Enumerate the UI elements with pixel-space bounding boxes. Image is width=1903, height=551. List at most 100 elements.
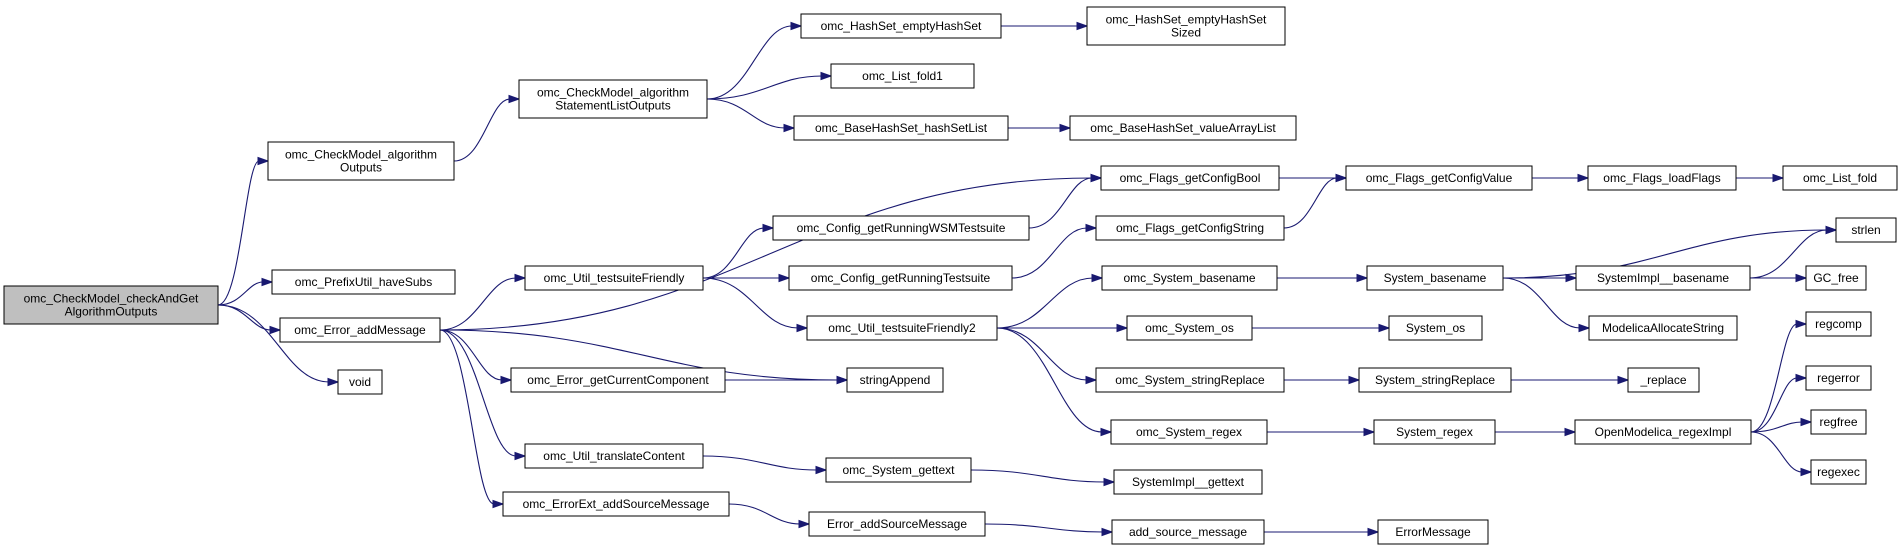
- node-cfg-wsm[interactable]: omc_Config_getRunningWSMTestsuite: [772, 215, 1030, 241]
- node-str-append[interactable]: stringAppend: [846, 367, 944, 393]
- edge-root-to-prefix: [217, 277, 274, 306]
- node-sys-strrep[interactable]: omc_System_stringReplace: [1095, 367, 1285, 393]
- node-err-add-src[interactable]: Error_addSourceMessage: [808, 511, 986, 537]
- node-cfg-ts[interactable]: omc_Config_getRunningTestsuite: [788, 265, 1013, 291]
- edge-err_add_src-to-add_src_msg: [984, 523, 1114, 537]
- node-label: omc_CheckModel_algorithm: [537, 86, 689, 100]
- node-regexec[interactable]: regexec: [1810, 459, 1867, 485]
- node-label: omc_System_regex: [1136, 425, 1242, 439]
- node-bhs-list[interactable]: omc_BaseHashSet_hashSetList: [793, 115, 1009, 141]
- edge-hs_empty-to-hs_empty_sized: [1001, 21, 1089, 31]
- node-regfree[interactable]: regfree: [1810, 409, 1867, 435]
- node-label: GC_free: [1813, 271, 1859, 285]
- node-util-tsf[interactable]: omc_Util_testsuiteFriendly: [524, 265, 704, 291]
- edge-System_regex-to-om_regex: [1494, 427, 1577, 437]
- node-label: ErrorMessage: [1395, 525, 1471, 539]
- edge-err_add-to-errext_add: [439, 329, 505, 509]
- node-label: AlgorithmOutputs: [65, 305, 158, 319]
- node-add-src-msg[interactable]: add_source_message: [1111, 519, 1265, 545]
- node-label: Sized: [1171, 26, 1201, 40]
- edge-om_regex-to-regexec: [1750, 431, 1813, 477]
- node-err-comp[interactable]: omc_Error_getCurrentComponent: [510, 367, 726, 393]
- edge-root-to-err_add: [217, 304, 282, 335]
- node-strlen[interactable]: strlen: [1835, 217, 1897, 243]
- edge-util_tsf2-to-sys_os: [997, 323, 1129, 333]
- node-sys-basename[interactable]: omc_System_basename: [1101, 265, 1278, 291]
- edge-om_regex-to-regfree: [1750, 417, 1813, 433]
- edge-sys_gettext-to-sysimpl_gettext: [970, 469, 1116, 487]
- node-prefix[interactable]: omc_PrefixUtil_haveSubs: [271, 269, 456, 295]
- edge-cfg_ts-to-flags_string: [1011, 223, 1098, 279]
- node-sysimpl-basename[interactable]: SystemImpl__basename: [1575, 265, 1751, 291]
- node-label: omc_PrefixUtil_haveSubs: [295, 275, 432, 289]
- node-System-regex[interactable]: System_regex: [1373, 419, 1496, 445]
- edge-flags_load-to-list_fold: [1736, 173, 1785, 183]
- edge-cfg_wsm-to-flags_bool: [1028, 173, 1103, 229]
- node-label: omc_Error_getCurrentComponent: [527, 373, 709, 387]
- node-System-strrep[interactable]: System_stringReplace: [1358, 367, 1512, 393]
- node-flags-value[interactable]: omc_Flags_getConfigValue: [1345, 165, 1533, 191]
- node-sys-regex[interactable]: omc_System_regex: [1110, 419, 1268, 445]
- edge-add_src_msg-to-err_msg: [1264, 527, 1380, 537]
- node-regerror[interactable]: regerror: [1805, 365, 1872, 391]
- node-label: omc_System_stringReplace: [1115, 373, 1265, 387]
- edge-bhs_list-to-bhs_value: [1007, 123, 1072, 133]
- node-list-fold[interactable]: omc_List_fold: [1782, 165, 1898, 191]
- node-errext-add[interactable]: omc_ErrorExt_addSourceMessage: [502, 491, 730, 517]
- edge-alg_outputs-to-stmt_list: [453, 94, 521, 162]
- edge-err_comp-to-str_append: [724, 375, 849, 385]
- node-label: omc_BaseHashSet_valueArrayList: [1090, 121, 1276, 135]
- node-label: OpenModelica_regexImpl: [1595, 425, 1732, 439]
- node-bhs-value[interactable]: omc_BaseHashSet_valueArrayList: [1069, 115, 1297, 141]
- node-gc-free[interactable]: GC_free: [1805, 265, 1867, 291]
- node-label: omc_Config_getRunningWSMTestsuite: [797, 221, 1006, 235]
- edge-sysimpl_basename-to-strlen: [1749, 225, 1838, 279]
- edge-System_strrep-to-replace: [1510, 375, 1630, 385]
- node-sys-gettext[interactable]: omc_System_gettext: [825, 457, 972, 483]
- node-label: regfree: [1819, 415, 1857, 429]
- node-label: omc_ErrorExt_addSourceMessage: [523, 497, 710, 511]
- node-System-os[interactable]: System_os: [1388, 315, 1483, 341]
- node-void[interactable]: void: [337, 369, 383, 395]
- node-label: omc_Flags_loadFlags: [1603, 171, 1720, 185]
- node-flags-bool[interactable]: omc_Flags_getConfigBool: [1100, 165, 1280, 191]
- edge-util_translate-to-sys_gettext: [702, 455, 828, 475]
- node-sysimpl-gettext[interactable]: SystemImpl__gettext: [1113, 469, 1263, 495]
- edge-util_tsf2-to-sys_regex: [996, 327, 1113, 437]
- node-root[interactable]: omc_CheckModel_checkAndGetAlgorithmOutpu…: [3, 285, 219, 325]
- edges-layer: [217, 21, 1838, 537]
- node-util-translate[interactable]: omc_Util_translateContent: [524, 443, 704, 469]
- node-flags-string[interactable]: omc_Flags_getConfigString: [1095, 215, 1285, 241]
- node-System-basename[interactable]: System_basename: [1366, 265, 1504, 291]
- node-regcomp[interactable]: regcomp: [1805, 311, 1872, 337]
- node-replace[interactable]: _replace: [1627, 367, 1700, 393]
- edge-System_basename-to-modelica_alloc: [1502, 277, 1591, 333]
- node-hs-empty[interactable]: omc_HashSet_emptyHashSet: [800, 13, 1002, 39]
- edge-sys_os-to-System_os: [1252, 323, 1391, 333]
- node-om-regex[interactable]: OpenModelica_regexImpl: [1574, 419, 1752, 445]
- node-label: SystemImpl__basename: [1597, 271, 1729, 285]
- node-util-tsf2[interactable]: omc_Util_testsuiteFriendly2: [806, 315, 998, 341]
- edge-util_tsf2-to-sys_strrep: [996, 327, 1098, 385]
- edge-root-to-void: [217, 304, 340, 387]
- node-label: System_os: [1406, 321, 1465, 335]
- node-label: omc_System_gettext: [842, 463, 955, 477]
- node-stmt-list[interactable]: omc_CheckModel_algorithmStatementListOut…: [518, 79, 708, 119]
- node-err-add[interactable]: omc_Error_addMessage: [279, 317, 441, 343]
- node-err-msg[interactable]: ErrorMessage: [1377, 519, 1489, 545]
- edge-sys_regex-to-System_regex: [1266, 427, 1376, 437]
- node-list-fold1[interactable]: omc_List_fold1: [830, 63, 975, 89]
- node-label: omc_Flags_getConfigBool: [1120, 171, 1261, 185]
- node-label: omc_HashSet_emptyHashSet: [821, 19, 982, 33]
- node-label: omc_Config_getRunningTestsuite: [811, 271, 991, 285]
- node-sys-os[interactable]: omc_System_os: [1126, 315, 1253, 341]
- node-label: omc_Util_translateContent: [543, 449, 685, 463]
- edge-err_add-to-util_tsf: [439, 273, 527, 331]
- edge-errext_add-to-err_add_src: [728, 503, 811, 529]
- node-flags-load[interactable]: omc_Flags_loadFlags: [1587, 165, 1737, 191]
- node-label: add_source_message: [1129, 525, 1247, 539]
- node-modelica-alloc[interactable]: ModelicaAllocateString: [1588, 315, 1738, 341]
